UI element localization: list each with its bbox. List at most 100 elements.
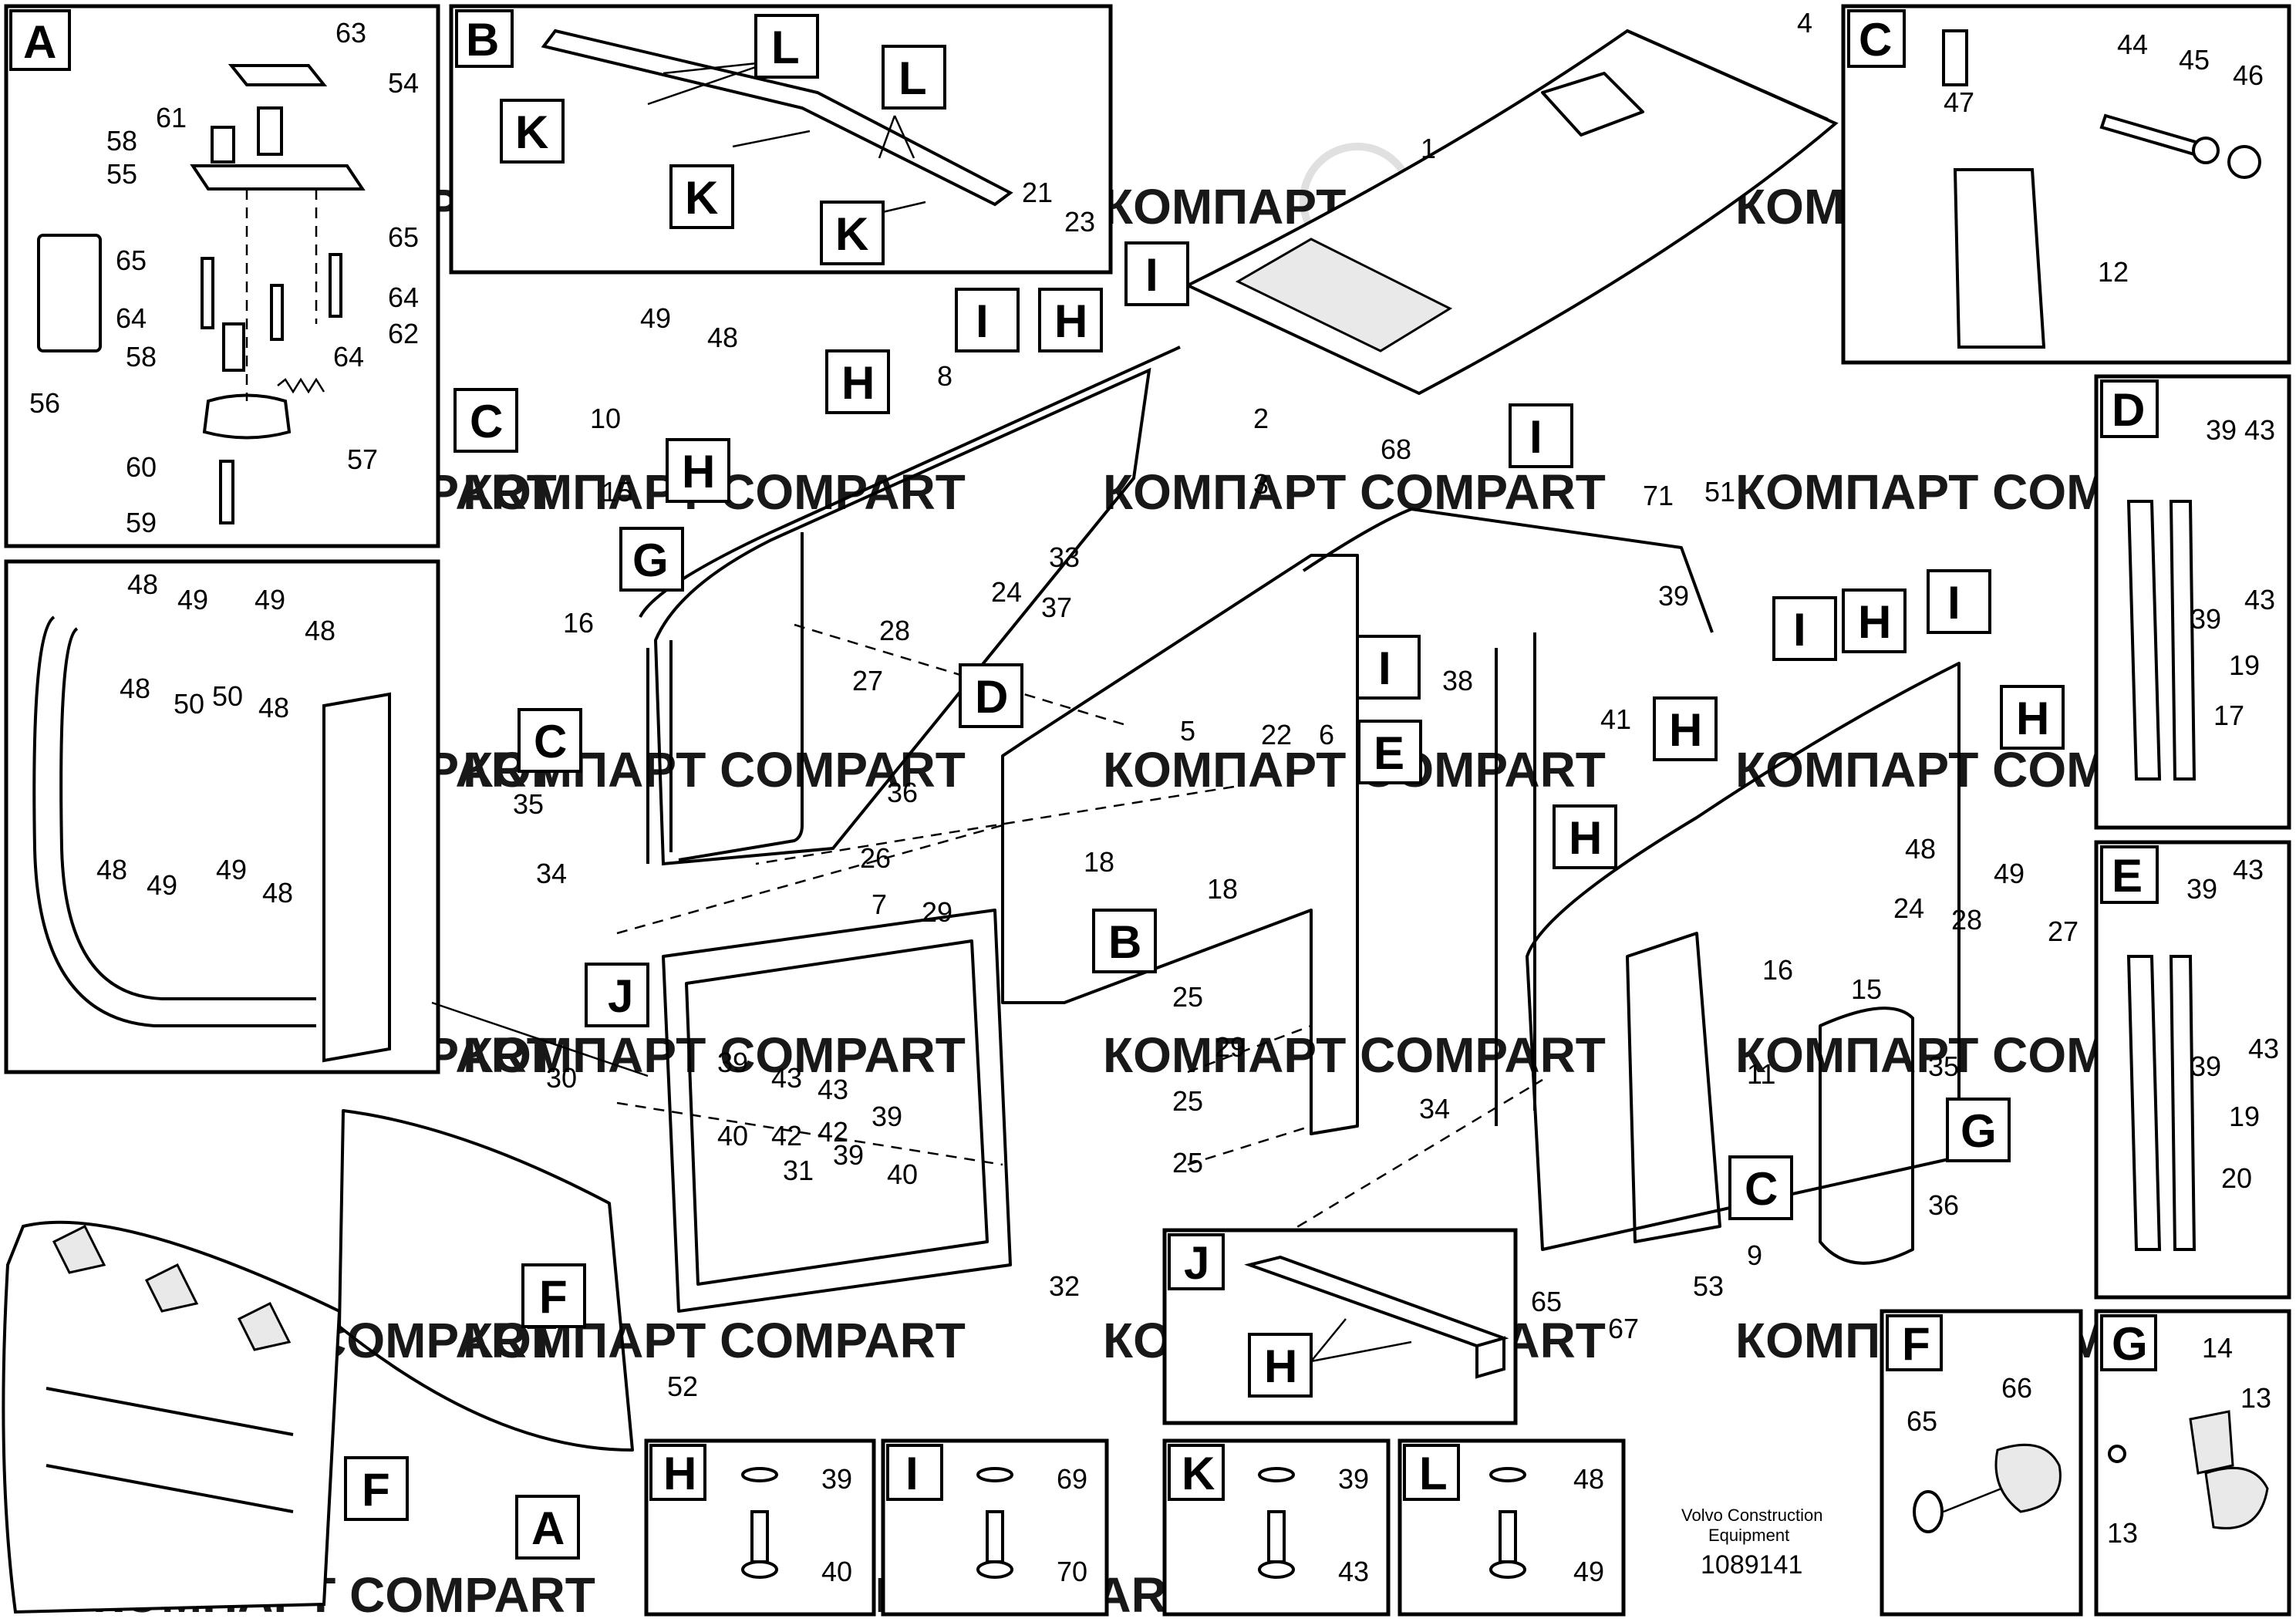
reference-letter: H — [1669, 704, 1702, 756]
reference-letter: K — [515, 106, 548, 158]
part-number-callout: 42 — [771, 1120, 802, 1152]
part-number-callout: 21 — [1022, 177, 1053, 208]
part-number-callout: 60 — [126, 451, 157, 483]
panel-e: E 39 43 43 39 19 20 — [2094, 840, 2291, 1300]
part-number-callout: 49 — [255, 584, 285, 615]
watermark: КОМПАРТ COMPART — [1103, 742, 1606, 798]
part-number-callout: 49 — [640, 302, 671, 334]
part-number-callout: 7 — [872, 889, 887, 920]
reference-letter: L — [1419, 1448, 1448, 1499]
part-number-callout: 13 — [2240, 1382, 2271, 1414]
part-number-callout: 69 — [1057, 1463, 1087, 1495]
part-number-callout: 2 — [1253, 403, 1269, 434]
reference-letter: I — [1793, 604, 1806, 656]
reference-letter: D — [975, 671, 1008, 723]
reference-letter: I — [1947, 577, 1961, 629]
part-number-callout: 5 — [1180, 715, 1195, 747]
part-number-callout: 28 — [1951, 904, 1982, 936]
part-number-callout: 19 — [2229, 649, 2260, 681]
panel-i: I 69 70 — [881, 1438, 1109, 1617]
reference-letter: C — [470, 396, 503, 447]
callout-labels: 63 54 61 58 55 65 64 62 64 58 57 60 59 5… — [29, 17, 419, 538]
part-number-callout: 49 — [216, 854, 247, 885]
reference-letter: G — [1961, 1105, 1997, 1157]
part-number-callout: 39 — [872, 1101, 902, 1132]
part-number-callout: 58 — [126, 341, 157, 373]
part-number-callout: 35 — [1928, 1050, 1959, 1082]
part-number-callout: 66 — [2001, 1372, 2032, 1404]
reference-letter: G — [2112, 1318, 2148, 1370]
part-number-callout: 37 — [1041, 592, 1072, 623]
panel-label-j: J — [1184, 1237, 1209, 1289]
part-number-callout: 1 — [1421, 133, 1436, 164]
panel-c: C 47 44 45 46 12 — [1841, 4, 2291, 365]
part-number-callout: 25 — [1172, 1147, 1203, 1179]
part-number-callout: 11 — [1747, 1058, 1775, 1090]
part-number-callout: 48 — [96, 854, 127, 885]
part-number-callout: 64 — [333, 341, 364, 373]
part-number-callout: 34 — [1419, 1093, 1450, 1125]
panel-label-a: A — [23, 16, 56, 68]
reference-letter: I — [1145, 249, 1158, 301]
reference-letter: A — [531, 1502, 565, 1554]
part-number-callout: 64 — [116, 302, 147, 334]
part-number-callout: 49 — [177, 584, 208, 615]
part-number-callout: 62 — [388, 318, 419, 349]
part-number-callout: 43 — [771, 1062, 802, 1094]
reference-letter: I — [1529, 411, 1542, 463]
part-number-callout: 4 — [1797, 7, 1812, 39]
part-number-callout: 48 — [1573, 1463, 1604, 1495]
part-number-callout: 50 — [212, 680, 243, 712]
part-number-callout: 43 — [2244, 414, 2275, 446]
part-number-callout: 64 — [388, 282, 419, 313]
part-number-callout: 59 — [126, 507, 157, 538]
part-number-callout: 52 — [667, 1371, 698, 1402]
part-number-callout: 15 — [602, 476, 632, 508]
part-number-callout: 48 — [1905, 833, 1936, 865]
part-number-callout: 39 — [2190, 1050, 2221, 1082]
part-number-callout: 10 — [590, 403, 621, 434]
part-number-callout: 33 — [1049, 541, 1080, 573]
reference-letter: H — [1054, 295, 1087, 347]
part-number-callout: 48 — [707, 322, 738, 353]
part-number-callout: 48 — [305, 615, 335, 646]
part-number-callout: 26 — [860, 842, 891, 874]
part-number-callout: 65 — [116, 244, 147, 276]
panel-h: H 39 40 — [644, 1438, 876, 1617]
part-number-callout: 40 — [887, 1158, 918, 1190]
part-number-callout: 25 — [1172, 981, 1203, 1013]
panel-k: K 39 43 — [1162, 1438, 1391, 1617]
part-number-callout: 67 — [1608, 1313, 1639, 1344]
part-number-callout: 49 — [147, 869, 177, 901]
part-number-callout: 68 — [1381, 433, 1411, 465]
part-number-callout: 39 — [833, 1139, 864, 1171]
part-number-callout: 24 — [1893, 892, 1924, 924]
part-number-callout: 3 — [1253, 468, 1269, 500]
main-callouts: 4 1 2 3 49 48 8 10 15 16 33 24 37 28 27 … — [513, 7, 2079, 1402]
part-number-callout: 30 — [546, 1062, 577, 1094]
part-number-callout: 40 — [821, 1556, 852, 1587]
part-number-callout: 6 — [1319, 719, 1334, 750]
panel-detail: 48 49 49 48 48 50 50 48 48 49 49 48 — [4, 559, 440, 1074]
part-number-callout: 63 — [335, 17, 366, 49]
part-number-callout: 48 — [120, 673, 150, 704]
reference-letter: C — [534, 716, 567, 767]
part-number-callout: 57 — [347, 443, 378, 475]
part-number-callout: 70 — [1057, 1556, 1087, 1587]
footer: Volvo Construction Equipment 1089141 — [1681, 1506, 1822, 1580]
reference-letter: H — [2016, 693, 2049, 744]
part-number-callout: 44 — [2117, 29, 2148, 60]
part-number-callout: 43 — [2248, 1033, 2279, 1064]
brand-line-1: Volvo Construction — [1681, 1506, 1822, 1525]
part-number-callout: 40 — [717, 1120, 748, 1152]
part-number-callout: 38 — [1442, 665, 1473, 696]
panel-g: G 14 13 13 — [2094, 1309, 2291, 1617]
reference-letter: F — [1902, 1318, 1930, 1370]
part-number-callout: 39 — [2206, 414, 2237, 446]
reference-letter: B — [1108, 916, 1141, 968]
part-number-callout: 43 — [2233, 854, 2264, 885]
part-number-callout: 50 — [174, 688, 204, 720]
part-number-callout: 43 — [1338, 1556, 1369, 1587]
part-number-callout: 55 — [106, 158, 137, 190]
part-number-callout: 45 — [2179, 44, 2210, 76]
